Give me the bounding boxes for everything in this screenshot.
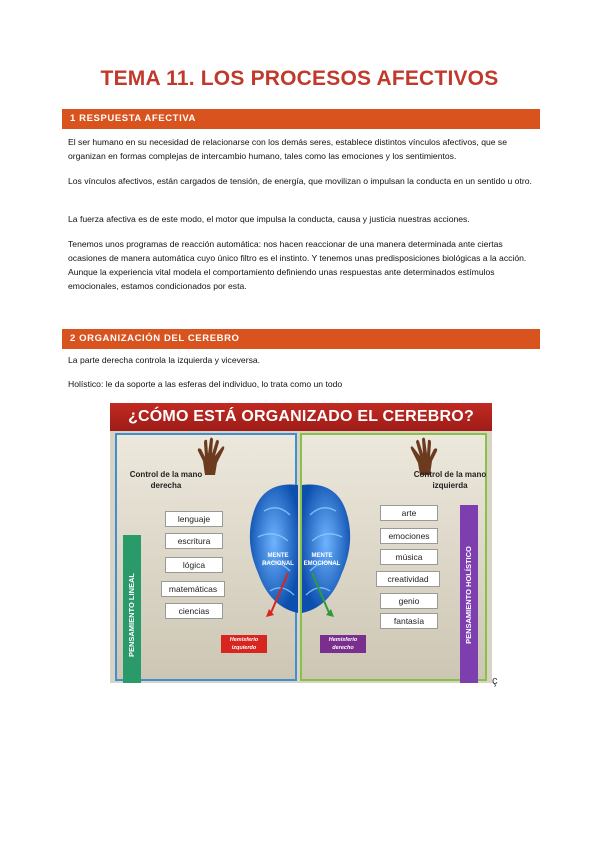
paragraph: La parte derecha controla la izquierda y…: [68, 355, 261, 365]
left-item: lenguaje: [165, 511, 223, 527]
stray-character: ç: [492, 675, 498, 687]
section-heading-respuesta-afectiva: 1 RESPUESTA AFECTIVA: [62, 109, 540, 129]
svg-text:MENTE: MENTE: [268, 553, 289, 559]
left-control-label: Control de la mano derecha: [129, 470, 203, 490]
left-item: ciencias: [165, 603, 223, 619]
linear-thinking-label: PENSAMIENTO LINEAL: [127, 572, 136, 658]
right-item: emociones: [380, 528, 438, 544]
right-item: fantasía: [380, 613, 438, 629]
svg-text:MENTE: MENTE: [312, 553, 333, 559]
left-item: lógica: [165, 557, 223, 573]
holistic-thinking-bar: PENSAMIENTO HOLÍSTICO: [460, 505, 478, 683]
paragraph: El ser humano en su necesidad de relacio…: [68, 137, 508, 161]
left-hemisphere-box: Hemisferio izquierdo: [221, 635, 267, 653]
holistic-thinking-label: PENSAMIENTO HOLÍSTICO: [464, 546, 473, 644]
left-hand-icon: [197, 437, 225, 475]
section-heading-organizacion-cerebro: 2 ORGANIZACIÓN DEL CEREBRO: [62, 329, 540, 349]
right-control-label: Control de la mano izquierda: [413, 470, 487, 490]
right-item: arte: [380, 505, 438, 521]
right-hand-icon: [410, 437, 438, 475]
right-hemisphere-box: Hemisferio derecho: [320, 635, 366, 653]
svg-text:EMOCIONAL: EMOCIONAL: [304, 561, 341, 567]
right-item: genio: [380, 593, 438, 609]
brain-organization-figure: ¿CÓMO ESTÁ ORGANIZADO EL CEREBRO? Contro…: [110, 403, 492, 683]
paragraph: Holístico: le da soporte a las esferas d…: [68, 379, 343, 389]
figure-header: ¿CÓMO ESTÁ ORGANIZADO EL CEREBRO?: [110, 403, 492, 431]
right-item: creatividad: [376, 571, 440, 587]
paragraph: Tenemos unos programas de reacción autom…: [68, 239, 527, 291]
brain-illustration: MENTE RACIONAL MENTE EMOCIONAL: [249, 484, 351, 617]
linear-thinking-bar: PENSAMIENTO LINEAL: [123, 535, 141, 683]
left-item: matemáticas: [161, 581, 225, 597]
left-item: escritura: [165, 533, 223, 549]
paragraph: Los vínculos afectivos, están cargados d…: [68, 176, 532, 186]
right-item: música: [380, 549, 438, 565]
paragraph: La fuerza afectiva es de este modo, el m…: [68, 214, 470, 224]
svg-text:RACIONAL: RACIONAL: [262, 561, 294, 567]
document-title: TEMA 11. LOS PROCESOS AFECTIVOS: [100, 67, 499, 90]
